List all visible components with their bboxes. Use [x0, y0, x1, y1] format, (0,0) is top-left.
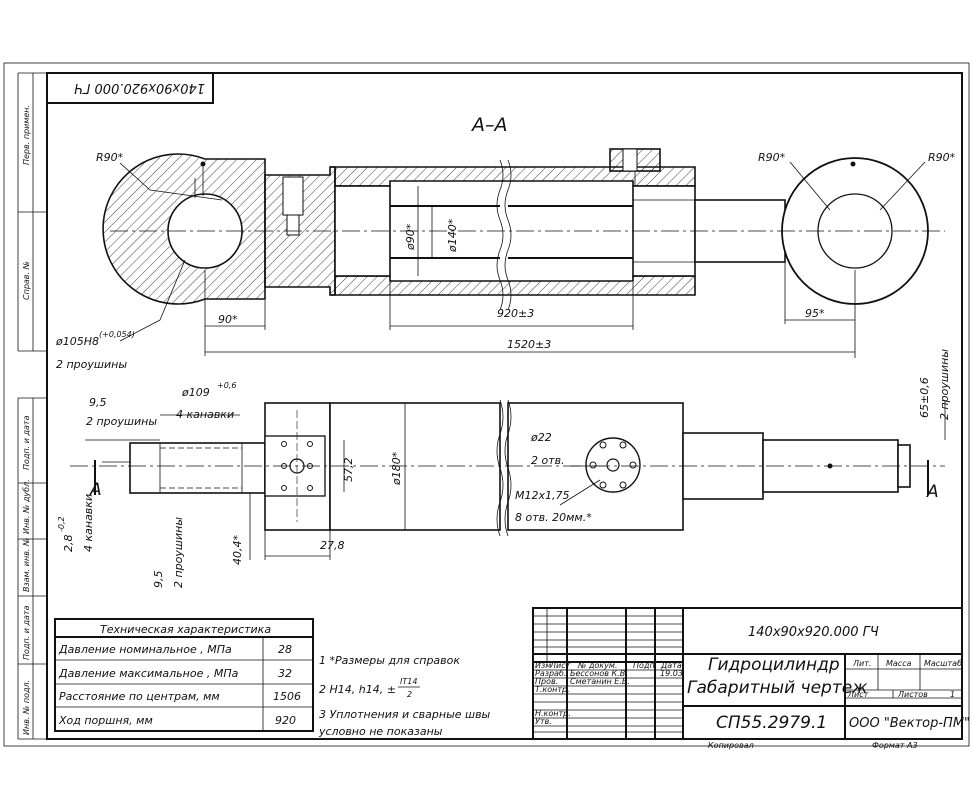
tube-top-wall — [330, 166, 696, 187]
dim-9-5: 9,5 — [89, 396, 107, 409]
dim-65: 65±0,6 — [918, 377, 931, 418]
view-label: А–А — [470, 114, 508, 136]
dim-2-8: 2,8 — [62, 535, 75, 553]
spec-row-3-value: 1506 — [273, 690, 301, 703]
margin-field-3: Подп. и дата — [22, 415, 31, 470]
dim-d22: ø22 — [530, 431, 552, 444]
title-code-top: 140х90х920.000 ГЧ — [748, 625, 879, 640]
title-doc-code: СП55.2979.1 — [716, 713, 827, 733]
row-nkontr: Н.контр. — [535, 709, 571, 718]
dim-r90-right-a: R90* — [758, 151, 786, 164]
margin-field-4: Инв. № дубл. — [22, 479, 31, 534]
cut-label-left: А — [89, 480, 102, 500]
section-dim-lines — [204, 262, 856, 358]
hdr-lit: Лит. — [852, 659, 871, 668]
left-margin-strip: Перв. примен. Справ. № Подп. и дата Инв.… — [17, 72, 47, 740]
row-prov: Пров. — [535, 677, 558, 686]
hdr-masshtab: Масштаб — [924, 659, 962, 668]
hdr-list-2: Лист — [847, 690, 869, 699]
note-2-den: 2 — [407, 690, 412, 699]
row-utv: Утв. — [535, 717, 552, 726]
dim-d90: ø90* — [404, 223, 417, 251]
spec-row-2-value: 32 — [278, 667, 292, 680]
title-name-2: Габаритный чертеж — [687, 678, 868, 698]
dim-groove-note: 4 канавки — [176, 408, 234, 421]
dim-920: 920±3 — [497, 307, 534, 320]
inner-frame — [46, 72, 963, 740]
row-razrab: Разраб. — [535, 669, 566, 678]
spec-row-4-value: 920 — [275, 714, 296, 727]
margin-field-2: Справ. № — [22, 261, 31, 300]
margin-field-7: Инв. № подл. — [22, 680, 31, 735]
front-view — [70, 399, 946, 560]
hdr-data: Дата — [660, 661, 682, 670]
dim-r90-left: R90* — [96, 151, 124, 164]
title-name-1: Гидроцилиндр — [708, 655, 840, 675]
dim-lugs-vertical: 2 проушины — [172, 517, 185, 588]
dim-d180: ø180* — [390, 451, 403, 486]
rotated-code: 140х90х920.000 ГЧ — [74, 80, 205, 95]
hdr-docum: № докум. — [577, 661, 617, 670]
margin-field-5: Взам. инв. № — [22, 538, 31, 592]
grease-nipple-left — [200, 161, 206, 167]
dim-2-holes: 2 отв. — [531, 454, 565, 467]
dim-bore: ø105H8 — [55, 335, 99, 348]
dim-9-5b: 9,5 — [152, 571, 165, 589]
spec-row-4-label: Ход поршня, мм — [58, 714, 153, 727]
tube-bottom-wall — [330, 275, 696, 296]
spec-title: Техническая характеристика — [100, 623, 271, 636]
dim-1520: 1520±3 — [507, 338, 551, 351]
hdr-izm: Изм — [535, 661, 551, 670]
note-3b: условно не показаны — [318, 725, 443, 738]
note-3a: 3 Уплотнения и сварные швы — [319, 708, 491, 721]
margin-field-1: Перв. примен. — [22, 105, 31, 165]
razrab-name: Бессонов К.В. — [570, 669, 628, 678]
prov-name: Сметанин Е.В. — [570, 677, 630, 686]
note-2-num: IT14 — [400, 677, 417, 686]
outer-frame — [3, 62, 970, 747]
dim-m12: М12х1,75 — [515, 489, 570, 502]
dim-40-4: 40,4* — [231, 535, 244, 565]
notes: 1 *Размеры для справок 2 Н14, h14, ± IT1… — [318, 654, 491, 738]
kopiroval: Копировал — [708, 741, 754, 750]
hdr-massa: Масса — [886, 659, 912, 668]
dim-90: 90* — [218, 313, 238, 326]
dim-bore-note: 2 проушины — [56, 358, 127, 371]
section-view — [102, 148, 945, 342]
razrab-date: 19.03 — [660, 669, 683, 678]
dim-r90-right-b: R90* — [928, 151, 956, 164]
dim-groove: ø109 — [181, 386, 210, 399]
row-tkontr: Т.контр. — [535, 685, 570, 694]
format: Формат А3 — [872, 741, 918, 750]
dim-2-lugs: 2 проушины — [86, 415, 157, 428]
listov-value: 1 — [950, 690, 955, 699]
margin-field-6: Подп. и дата — [22, 605, 31, 660]
spec-row-1-label: Давление номинальное , МПа — [58, 643, 232, 656]
dim-27-8: 27,8 — [320, 539, 345, 552]
cut-label-right: А — [926, 482, 939, 502]
grease-nipple-right — [850, 161, 856, 167]
dim-2-8-tol: -0,2 — [57, 516, 66, 532]
dim-lugs-right: 2 проушины — [938, 349, 951, 420]
spec-row-2-label: Давление максимальное , МПа — [58, 667, 239, 680]
hdr-podp: Подп. — [633, 661, 657, 670]
hdr-listov: Листов — [897, 690, 928, 699]
hdr-list: Лист — [549, 661, 571, 670]
dim-d140: ø140* — [446, 218, 459, 253]
dim-groove-tol: +0,6 — [217, 381, 236, 390]
title-block: Изм Лист № докум. Подп. Дата Разраб. Бес… — [532, 607, 970, 750]
note-2: 2 Н14, h14, ± — [319, 683, 396, 696]
title-company: ООО "Вектор-ПМ" — [849, 716, 970, 731]
spec-table: Техническая характеристика Давление номи… — [54, 618, 314, 732]
dim-8-holes: 8 отв. 20мм.* — [515, 511, 592, 524]
dim-95: 95* — [805, 307, 825, 320]
rotated-code-box: 140х90х920.000 ГЧ — [46, 72, 214, 104]
dim-bore-tol: (+0,054) — [99, 330, 135, 339]
dim-57-2: 57,2 — [342, 458, 355, 483]
note-1: 1 *Размеры для справок — [319, 654, 460, 667]
spec-row-1-value: 28 — [278, 643, 292, 656]
spec-row-3-label: Расстояние по центрам, мм — [59, 690, 220, 703]
dim-grooves-vertical: 4 канавки — [82, 494, 95, 552]
